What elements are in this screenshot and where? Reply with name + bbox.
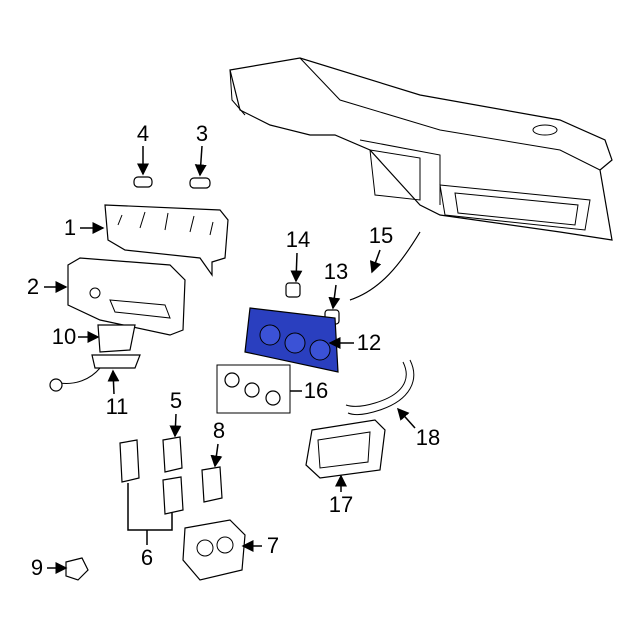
callout-9[interactable]: 9 — [30, 555, 44, 580]
part-15-cable — [349, 231, 421, 301]
callout-16[interactable]: 16 — [303, 378, 329, 403]
callout-8[interactable]: 8 — [212, 418, 226, 443]
part-16-knobs — [216, 364, 291, 414]
part-2-instrument-cluster — [67, 257, 186, 336]
callout-4[interactable]: 4 — [136, 121, 150, 146]
callout-3[interactable]: 3 — [195, 121, 209, 146]
callout-14[interactable]: 14 — [285, 227, 311, 252]
callout-2[interactable]: 2 — [26, 274, 40, 299]
part-3-bulb — [189, 177, 211, 189]
part-9-clip — [65, 557, 89, 581]
part-4-bulb — [133, 176, 153, 188]
leader-lines — [44, 145, 416, 574]
callout-7[interactable]: 7 — [266, 533, 280, 558]
callout-12[interactable]: 12 — [356, 330, 382, 355]
callout-1[interactable]: 1 — [63, 215, 77, 240]
callout-11[interactable]: 11 — [105, 394, 129, 419]
part-6-switch-a — [119, 439, 140, 483]
dashboard-outline — [229, 57, 613, 241]
part-1-cluster-lens — [104, 204, 229, 277]
part-14-bulb — [285, 282, 301, 298]
callout-6[interactable]: 6 — [140, 545, 154, 570]
part-5-switch — [162, 436, 183, 473]
part-18-harness — [345, 359, 415, 416]
part-8-switch — [201, 466, 223, 503]
part-17-control-module — [305, 419, 386, 479]
callout-13[interactable]: 13 — [323, 259, 349, 284]
part-11-harness — [49, 354, 141, 392]
callout-10[interactable]: 10 — [51, 324, 77, 349]
part-6-switch-b — [162, 476, 184, 515]
part-10-bracket — [97, 324, 136, 353]
callout-18[interactable]: 18 — [415, 425, 441, 450]
part-12-climate-control-highlighted — [244, 307, 339, 373]
callout-5[interactable]: 5 — [169, 388, 183, 413]
callout-17[interactable]: 17 — [328, 492, 354, 517]
part-7-switch-housing — [182, 519, 246, 581]
callout-15[interactable]: 15 — [368, 223, 394, 248]
